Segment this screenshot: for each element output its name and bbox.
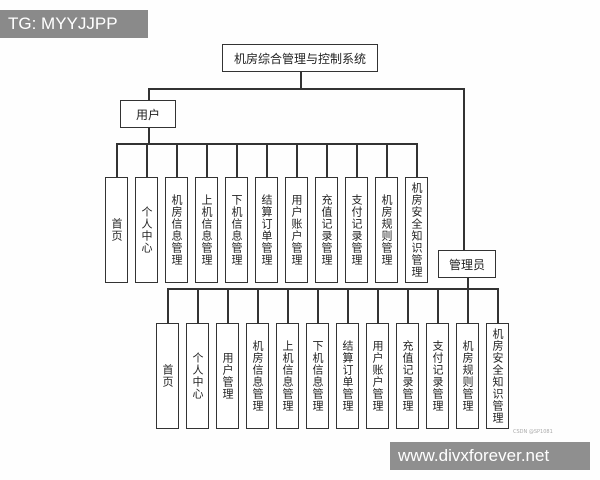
- module-box: 结算订单管理: [255, 177, 278, 283]
- module-box: 结算订单管理: [336, 323, 359, 429]
- module-label: 机房信息管理: [251, 340, 264, 412]
- connector-line: [167, 288, 169, 323]
- connector-line: [467, 278, 469, 288]
- credit-text: CSDN @SP1081: [513, 429, 553, 435]
- module-box: 机房安全知识管理: [486, 323, 509, 429]
- module-box: 首页: [156, 323, 179, 429]
- connector-line: [377, 288, 379, 323]
- module-box: 个人中心: [135, 177, 158, 283]
- module-label: 用户管理: [221, 352, 234, 400]
- connector-line: [167, 288, 499, 290]
- connector-line: [326, 143, 328, 177]
- connector-line: [227, 288, 229, 323]
- module-box: 充值记录管理: [315, 177, 338, 283]
- module-box: 用户账户管理: [285, 177, 308, 283]
- module-label: 充值记录管理: [320, 194, 333, 266]
- module-label: 结算订单管理: [341, 340, 354, 412]
- connector-line: [356, 143, 358, 177]
- connector-line: [296, 143, 298, 177]
- connector-line: [146, 143, 148, 177]
- module-label: 机房规则管理: [461, 340, 474, 412]
- module-label: 机房信息管理: [170, 194, 183, 266]
- module-label: 个人中心: [140, 206, 153, 254]
- module-box: 机房信息管理: [246, 323, 269, 429]
- module-box: 机房规则管理: [375, 177, 398, 283]
- module-label: 用户账户管理: [290, 194, 303, 266]
- module-box: 机房安全知识管理: [405, 177, 428, 283]
- connector-line: [116, 143, 118, 177]
- module-box: 首页: [105, 177, 128, 283]
- module-label: 个人中心: [191, 352, 204, 400]
- admin-role-box: 管理员: [438, 250, 496, 278]
- module-label: 首页: [161, 364, 174, 388]
- user-role-box: 用户: [120, 100, 176, 128]
- connector-line: [266, 143, 268, 177]
- connector-line: [497, 288, 499, 323]
- module-label: 下机信息管理: [311, 340, 324, 412]
- module-box: 充值记录管理: [396, 323, 419, 429]
- connector-line: [148, 88, 150, 100]
- module-label: 结算订单管理: [260, 194, 273, 266]
- module-label: 上机信息管理: [281, 340, 294, 412]
- connector-line: [148, 88, 464, 90]
- module-label: 首页: [110, 218, 123, 242]
- connector-line: [236, 143, 238, 177]
- connector-line: [148, 128, 150, 143]
- connector-line: [197, 288, 199, 323]
- module-box: 机房信息管理: [165, 177, 188, 283]
- connector-line: [407, 288, 409, 323]
- module-box: 支付记录管理: [426, 323, 449, 429]
- connector-line: [416, 143, 418, 177]
- root-title: 机房综合管理与控制系统: [233, 51, 366, 66]
- module-box: 上机信息管理: [195, 177, 218, 283]
- connector-line: [347, 288, 349, 323]
- connector-line: [206, 143, 208, 177]
- watermark-top-left: TG: MYYJJPP: [0, 10, 148, 38]
- module-box: 机房规则管理: [456, 323, 479, 429]
- connector-line: [287, 288, 289, 323]
- module-label: 上机信息管理: [200, 194, 213, 266]
- module-label: 机房规则管理: [380, 194, 393, 266]
- connector-line: [437, 288, 439, 323]
- module-box: 下机信息管理: [306, 323, 329, 429]
- module-label: 充值记录管理: [401, 340, 414, 412]
- module-box: 下机信息管理: [225, 177, 248, 283]
- module-label: 机房安全知识管理: [410, 182, 423, 278]
- module-label: 支付记录管理: [350, 194, 363, 266]
- connector-line: [463, 88, 465, 250]
- watermark-bottom-right: www.divxforever.net: [390, 442, 590, 470]
- connector-line: [257, 288, 259, 323]
- connector-line: [467, 288, 469, 323]
- module-box: 支付记录管理: [345, 177, 368, 283]
- user-role-label: 用户: [135, 107, 160, 122]
- root-system-box: 机房综合管理与控制系统: [222, 44, 378, 72]
- module-label: 用户账户管理: [371, 340, 384, 412]
- connector-line: [317, 288, 319, 323]
- connector-line: [300, 72, 302, 88]
- admin-role-label: 管理员: [448, 257, 485, 272]
- module-box: 用户管理: [216, 323, 239, 429]
- module-box: 上机信息管理: [276, 323, 299, 429]
- module-box: 用户账户管理: [366, 323, 389, 429]
- connector-line: [386, 143, 388, 177]
- module-box: 个人中心: [186, 323, 209, 429]
- module-label: 支付记录管理: [431, 340, 444, 412]
- module-label: 机房安全知识管理: [491, 328, 504, 424]
- connector-line: [176, 143, 178, 177]
- module-label: 下机信息管理: [230, 194, 243, 266]
